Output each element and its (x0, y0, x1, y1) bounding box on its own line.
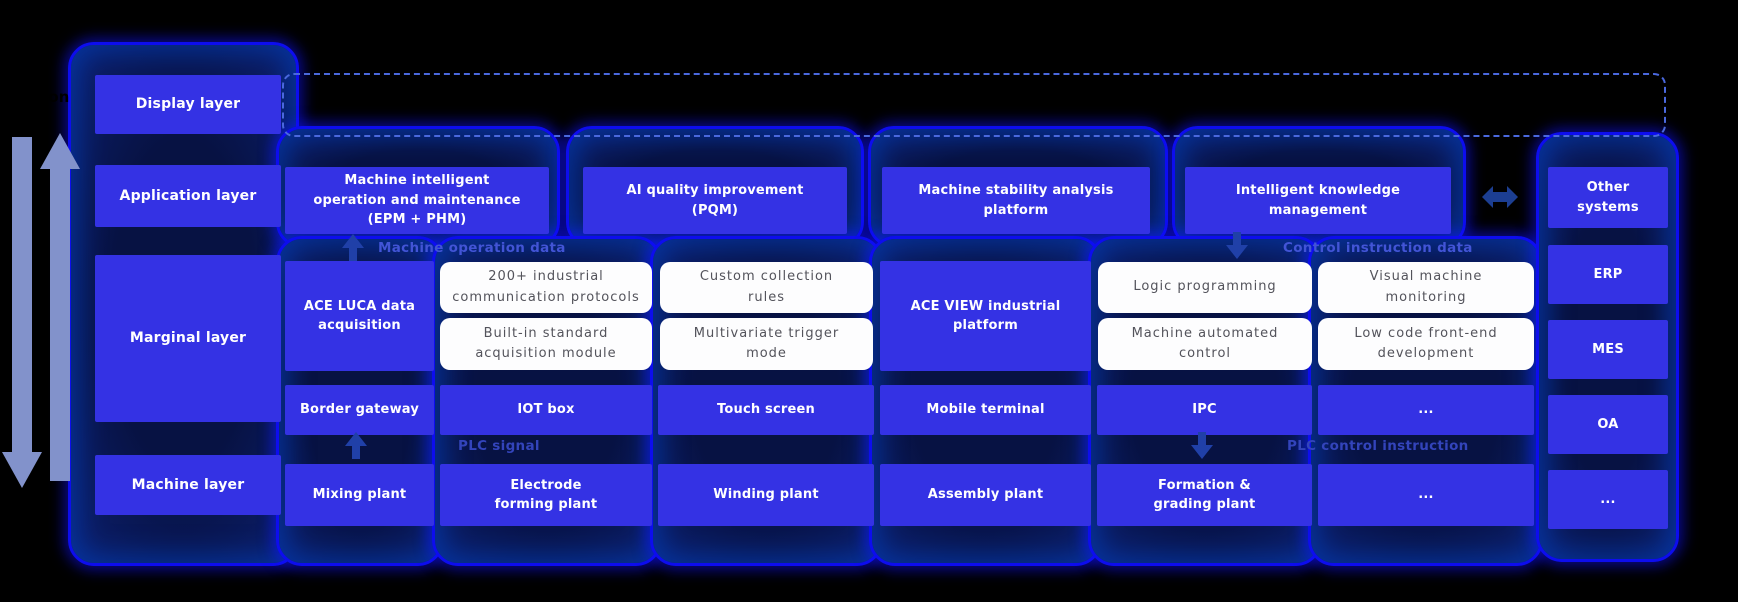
feature-visual-machine-monitoring: Visual machine monitoring (1318, 262, 1534, 313)
layer-machine: Machine layer (95, 455, 281, 515)
app-ai-quality-pqm: AI quality improvement (PQM) (583, 167, 847, 234)
down-arrow-icon-plc-control (1191, 432, 1213, 459)
label-plc-control-instruction: PLC control instruction (1287, 438, 1469, 454)
down-arrow-icon-control-data (1226, 232, 1248, 259)
device-mobile-terminal: Mobile terminal (880, 385, 1091, 435)
ace-view-industrial-platform: ACE VIEW industrial platform (880, 261, 1091, 371)
plant-assembly: Assembly plant (880, 464, 1091, 526)
external-mes: MES (1548, 320, 1668, 379)
plant-mixing: Mixing plant (285, 464, 434, 526)
app-machine-stability: Machine stability analysis platform (882, 167, 1150, 234)
layer-application: Application layer (95, 165, 281, 227)
layer-marginal: Marginal layer (95, 255, 281, 422)
device-touch-screen: Touch screen (658, 385, 874, 435)
layer-display: Display layer (95, 75, 281, 134)
cropped-left-label: tion (36, 88, 70, 106)
app-intelligent-knowledge: Intelligent knowledge management (1185, 167, 1451, 234)
plant-formation-grading: Formation & grading plant (1097, 464, 1312, 526)
label-control-instruction-data: Control instruction data (1283, 240, 1473, 256)
display-layer-dashed-outline (282, 73, 1666, 137)
plant-more: ... (1318, 464, 1534, 526)
feature-builtin-acquisition-module: Built-in standard acquisition module (440, 318, 652, 370)
external-erp: ERP (1548, 245, 1668, 304)
ace-luca-data-acquisition: ACE LUCA data acquisition (285, 261, 434, 371)
device-more: ... (1318, 385, 1534, 435)
up-flow-arrow (40, 133, 80, 481)
bidirectional-arrow-icon (1482, 186, 1518, 208)
app-epm-phm: Machine intelligent operation and mainte… (285, 167, 549, 234)
feature-200-protocols: 200+ industrial communication protocols (440, 262, 652, 313)
up-arrow-icon-machine-data (342, 234, 364, 261)
feature-machine-automated-control: Machine automated control (1098, 318, 1312, 370)
down-flow-arrow (2, 137, 42, 488)
external-other-systems: Other systems (1548, 167, 1668, 228)
label-machine-operation-data: Machine operation data (378, 240, 566, 256)
external-more: ... (1548, 470, 1668, 529)
feature-multivariate-trigger: Multivariate trigger mode (660, 318, 873, 370)
plant-winding: Winding plant (658, 464, 874, 526)
device-iot-box: IOT box (440, 385, 652, 435)
feature-logic-programming: Logic programming (1098, 262, 1312, 313)
label-plc-signal: PLC signal (458, 438, 540, 454)
plant-electrode-forming: Electrode forming plant (440, 464, 652, 526)
device-border-gateway: Border gateway (285, 385, 434, 435)
feature-low-code-development: Low code front-end development (1318, 318, 1534, 370)
device-ipc: IPC (1097, 385, 1312, 435)
feature-custom-collection-rules: Custom collection rules (660, 262, 873, 313)
up-arrow-icon-plc-signal (345, 432, 367, 459)
external-oa: OA (1548, 395, 1668, 454)
